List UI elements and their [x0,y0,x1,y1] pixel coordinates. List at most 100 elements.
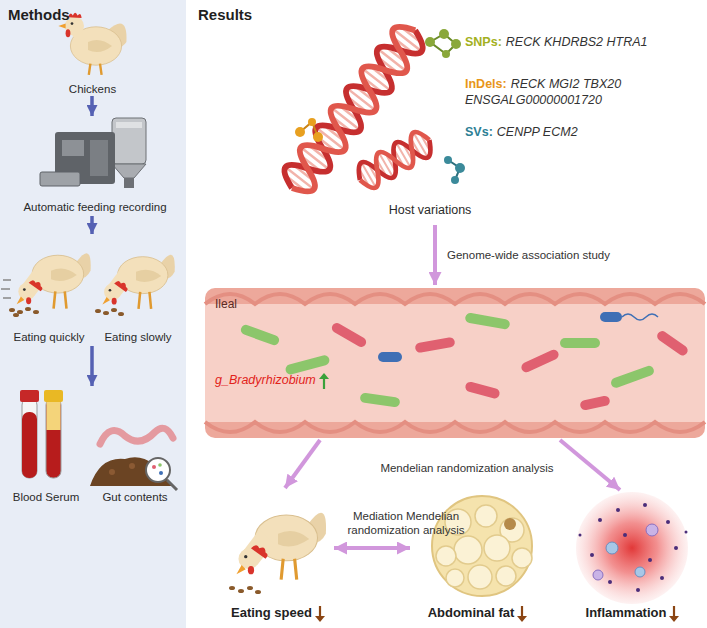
molecule-icons [451,39,461,49]
eating-chickens [111,308,117,312]
blood-tubes [22,412,37,478]
inflammation-illustration [576,492,688,604]
decrease-arrow [517,616,527,622]
outcome-label: Inflammation [586,605,667,620]
inflammation-illustration [579,534,582,537]
inflammation-illustration [576,492,688,604]
abdominal-fat-illustration [504,518,516,530]
decrease-arrow [517,606,527,622]
molecule-icons [425,37,435,47]
result-chicken [247,586,253,590]
decrease-arrow [669,606,679,622]
molecule-icons [444,156,452,164]
text-block: Abdominal fat [410,605,545,622]
step-label: Automatic feeding recording [23,201,166,213]
eating-chickens [103,311,109,315]
eating-chickens [13,313,19,317]
molecule-icons [451,176,459,184]
variant-type: SVs: [465,125,493,139]
text-block: SNPs: RECK KHDRBS2 HTRA1 [465,35,700,51]
decrease-arrow [669,616,679,622]
eating-chickens [17,310,23,314]
abdominal-fat-illustration [468,565,492,589]
gut-contents [129,463,135,469]
blood-tubes [46,398,61,478]
gut-bacteria [610,364,656,389]
gut-bacteria [239,312,689,411]
increase-arrow [319,373,329,379]
inflammation-illustration [590,553,594,557]
panel-heading: Results [198,6,252,23]
blood-tubes [20,390,39,402]
inflammation-illustration [648,558,652,562]
decrease-arrow [673,606,675,617]
inflammation-illustration [646,524,658,536]
molecule-icons [439,29,449,39]
decrease-arrow [521,606,523,617]
abdominal-fat-illustration [496,566,516,586]
variant-type: SNPs: [465,35,502,49]
molecule-icons [313,132,323,142]
step-label: Eating slowly [104,331,171,343]
edge-label: Genome-wide association study [447,249,657,263]
outcome-label: Abdominal fat [428,605,515,620]
eating-chickens [33,310,39,314]
text-block: Eating speed [222,605,334,622]
result-chicken [229,586,235,590]
text-block: Automatic feeding recording [15,200,175,215]
outcome-label: Eating speed [231,605,312,620]
gene-list: RECK KHDRBS2 HTRA1 [506,35,648,49]
gut-bacteria [378,352,402,362]
group-caption: Host variations [389,203,472,217]
inflammation-illustration [660,576,664,580]
gene-list: CENPP ECM2 [497,125,578,139]
text-block: InDels:RECK MGI2 TBX20 ENSGALG0000000172… [465,77,700,108]
text-block: Gut contents [87,490,183,505]
abdominal-fat-illustration [512,548,532,568]
ileum-illustration [205,422,705,432]
feeder-machine [124,178,134,188]
molecule-icons [455,163,465,173]
step-label: Chickens [69,83,116,95]
text-block: Results [198,6,318,25]
text-block: Eating slowly [93,330,183,345]
text-block: Chickens [40,82,145,97]
gut-bacteria [464,312,510,330]
text-block: Methods [8,6,128,25]
blood-tubes [44,390,63,402]
text-block: Host variations [350,203,510,219]
analysis-label: Mendelian randomization analysis [372,462,562,476]
text-block: Ileal [215,297,295,312]
ileum-illustration [205,294,705,304]
inflammation-illustration [616,508,620,512]
methods-panel: MethodsChickensAutomatic feeding recordi… [0,0,186,628]
gut-bacteria [330,321,368,349]
inflammation-illustration [608,580,612,584]
inflammation-illustration [623,533,627,537]
decrease-arrow [315,616,325,622]
feeder-machine [90,140,108,176]
gut-contents [159,471,163,475]
gut-bacteria [622,314,658,320]
feeder-machine [112,118,146,164]
gut-bacteria [579,395,610,411]
blood-tubes [22,398,37,478]
blood-tubes [47,402,61,430]
gut-bacteria [239,323,280,346]
text-block: Eating quickly [5,330,93,345]
ileum-illustration [205,304,705,422]
gut-bacteria [655,329,689,357]
molecule-icons [442,50,450,58]
eating-chickens [9,308,15,312]
inflammation-illustration [598,518,602,522]
feeder-machine [40,172,80,186]
text-block: g_Bradyrhizobium [215,373,415,389]
gut-contents [109,469,115,475]
inflammation-illustration [685,531,688,534]
abdominal-fat-illustration [454,536,482,564]
result-chicken [238,589,244,593]
panel-heading: Methods [8,6,70,23]
gut-bacteria [284,354,330,375]
molecule-icons [308,118,316,126]
